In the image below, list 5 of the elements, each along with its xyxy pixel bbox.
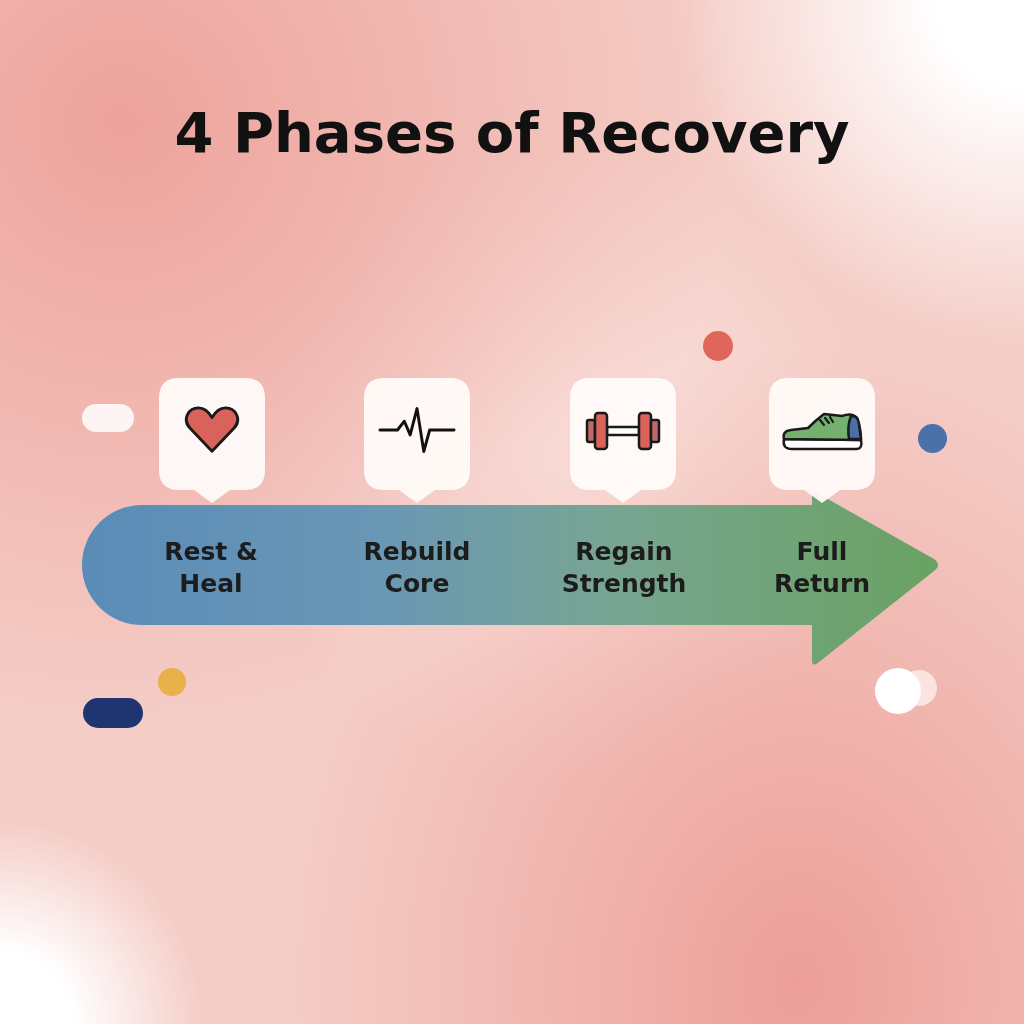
phase-label: Rebuild Core bbox=[362, 536, 472, 600]
title: 4 Phases of Recovery bbox=[174, 100, 850, 166]
phase-label: Full Return bbox=[772, 536, 872, 600]
phase-label: Rest & Heal bbox=[163, 536, 259, 600]
phase-label: Regain Strength bbox=[560, 536, 688, 600]
